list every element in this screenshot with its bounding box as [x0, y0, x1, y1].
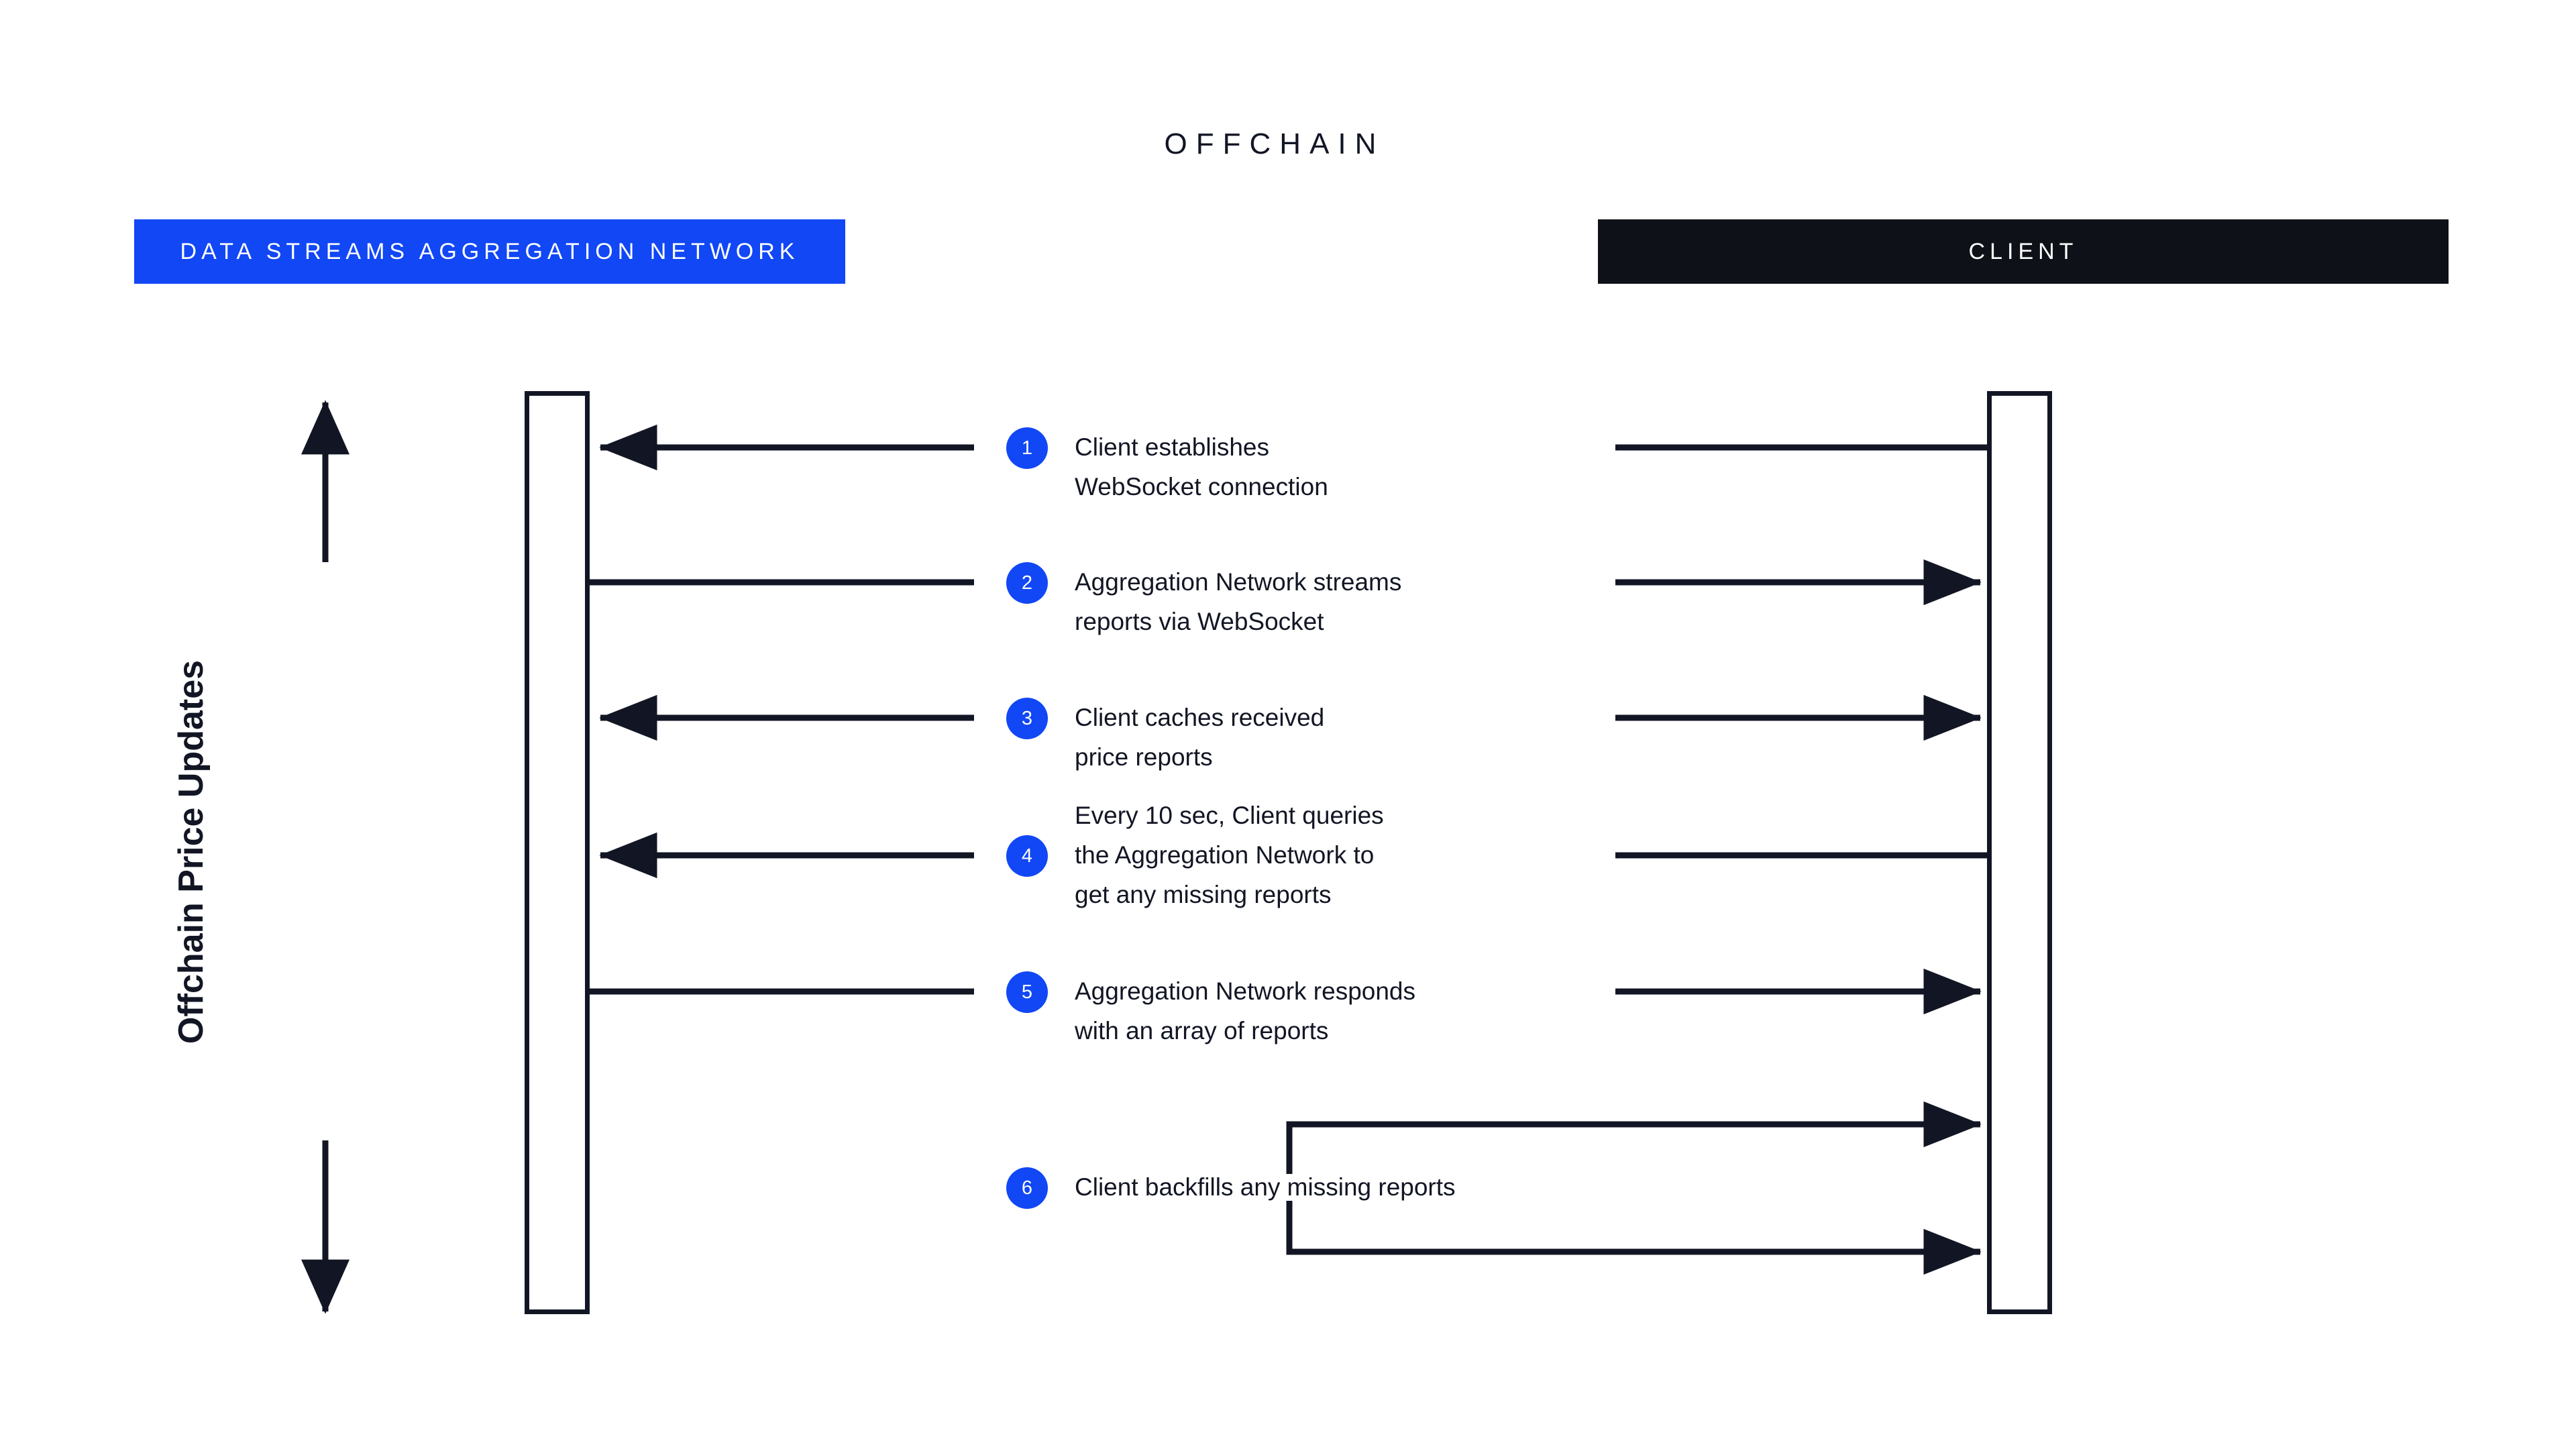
- step-item-4: 4 Every 10 sec, Client queries the Aggre…: [1006, 796, 1384, 914]
- step-number-badge: 2: [1006, 562, 1048, 604]
- step-item-3: 3 Client caches received price reports: [1006, 698, 1324, 777]
- lifeline-aggregation-network: [525, 391, 590, 1314]
- step-item-1: 1 Client establishes WebSocket connectio…: [1006, 427, 1328, 506]
- actor-label-aggregation-network: DATA STREAMS AGGREGATION NETWORK: [180, 238, 800, 264]
- step-description: Aggregation Network streams reports via …: [1075, 568, 1402, 635]
- step-number-badge: 6: [1006, 1167, 1048, 1209]
- step-item-5: 5 Aggregation Network responds with an a…: [1006, 971, 1415, 1051]
- step-description: Client backfills any missing reports: [1075, 1173, 1456, 1201]
- step-description: Client caches received price reports: [1075, 704, 1325, 771]
- page-title: OFFCHAIN: [1164, 127, 1385, 160]
- step-description: Every 10 sec, Client queries the Aggrega…: [1075, 802, 1384, 908]
- actor-label-client: CLIENT: [1968, 238, 2078, 264]
- step-item-2: 2 Aggregation Network streams reports vi…: [1006, 562, 1401, 641]
- step-number-badge: 1: [1006, 427, 1048, 469]
- message-row-6-self-loop: [1286, 1101, 1982, 1275]
- lifeline-client: [1987, 391, 2052, 1314]
- step-number-badge: 5: [1006, 971, 1048, 1013]
- axis-label-offchain-price-updates: Offchain Price Updates: [172, 659, 211, 1044]
- step-description: Aggregation Network responds with an arr…: [1075, 977, 1416, 1044]
- step-description: Client establishes WebSocket connection: [1075, 433, 1328, 500]
- actor-header-client: CLIENT: [1598, 219, 2449, 284]
- step-number-badge: 3: [1006, 698, 1048, 739]
- step-number-badge: 4: [1006, 835, 1048, 877]
- actor-header-aggregation-network: DATA STREAMS AGGREGATION NETWORK: [134, 219, 845, 284]
- step-item-6: 6 Client backfills any missing reports: [1006, 1167, 1456, 1209]
